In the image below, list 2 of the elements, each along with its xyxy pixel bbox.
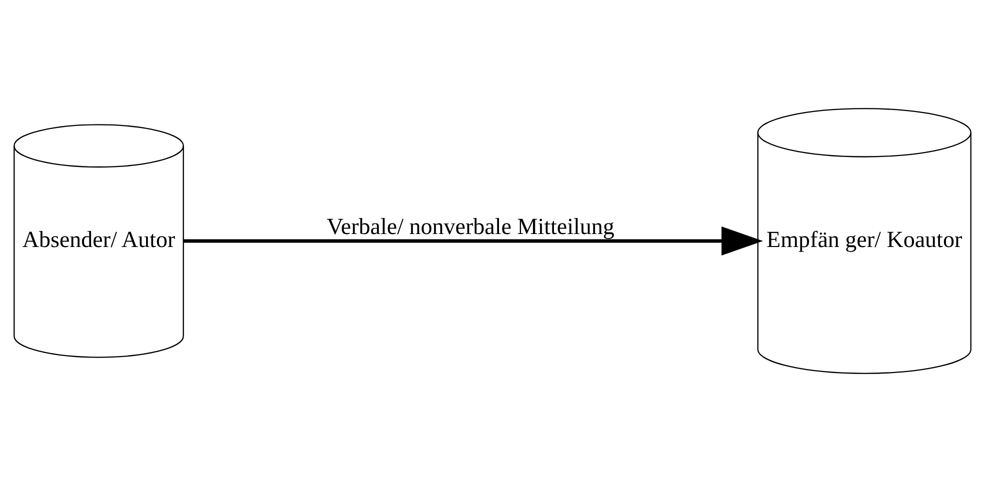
edge-label: Verbale/ nonverbale Mitteilung: [326, 212, 614, 239]
arrow: [183, 226, 763, 256]
